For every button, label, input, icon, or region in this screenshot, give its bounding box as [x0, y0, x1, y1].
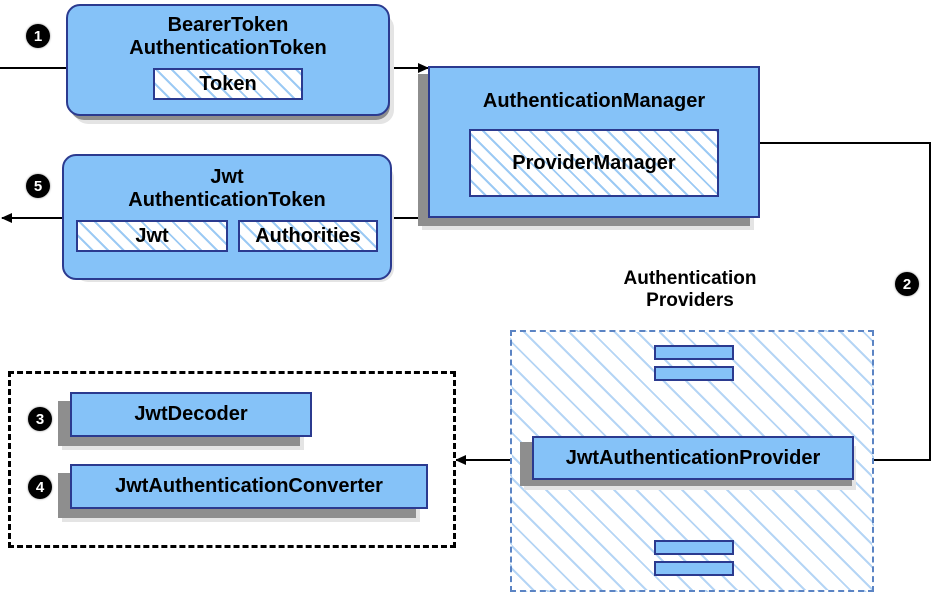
jwt-authentication-converter[interactable]: JwtAuthenticationConverter	[70, 464, 428, 509]
jwt-field-label: Jwt	[135, 224, 169, 247]
providers-group-caption: Authentication Providers	[575, 268, 805, 312]
jwt-decoder[interactable]: JwtDecoder	[70, 392, 312, 437]
step-badge-5-label: 5	[33, 177, 43, 195]
bearer-token-authentication-token[interactable]: BearerToken AuthenticationToken Token	[66, 4, 390, 116]
jwt-token-fields-row: Jwt Authorities	[76, 220, 378, 252]
provider-placeholder-bar-top-2	[654, 366, 734, 381]
provider-placeholder-bar-bottom-2	[654, 561, 734, 576]
bearer-token-title-line-1: BearerToken	[167, 14, 289, 36]
jwt-authentication-converter-label: JwtAuthenticationConverter	[115, 475, 383, 497]
jwt-authentication-provider-label: JwtAuthenticationProvider	[565, 446, 821, 469]
jwt-authentication-provider[interactable]: JwtAuthenticationProvider	[532, 436, 854, 480]
token-field-label: Token	[199, 72, 257, 95]
step-badge-3: 3	[28, 407, 52, 431]
step-badge-4: 4	[28, 475, 52, 499]
bearer-token-title-line-2: AuthenticationToken	[129, 37, 327, 59]
jwt-authentication-token[interactable]: Jwt AuthenticationToken Jwt Authorities	[62, 154, 392, 280]
provider-placeholder-bar-top-1	[654, 345, 734, 360]
authorities-field[interactable]: Authorities	[238, 220, 378, 252]
authentication-manager-title: AuthenticationManager	[482, 90, 706, 112]
jwt-field[interactable]: Jwt	[76, 220, 228, 252]
jwt-token-title-line-1: Jwt	[210, 166, 244, 188]
step-badge-1-label: 1	[33, 27, 43, 45]
jwt-token-title-line-2: AuthenticationToken	[128, 189, 326, 211]
provider-manager[interactable]: ProviderManager	[469, 129, 719, 197]
step-badge-5: 5	[26, 174, 50, 198]
step-badge-2-label: 2	[902, 275, 912, 293]
providers-caption-line-1: Authentication	[623, 268, 757, 289]
step-badge-4-label: 4	[35, 478, 45, 496]
step-badge-3-label: 3	[35, 410, 45, 428]
jwt-decoder-label: JwtDecoder	[134, 403, 248, 425]
authorities-field-label: Authorities	[255, 224, 361, 247]
provider-manager-label: ProviderManager	[512, 151, 676, 174]
step-badge-1: 1	[26, 24, 50, 48]
step-badge-2: 2	[895, 272, 919, 296]
providers-caption-line-2: Providers	[646, 289, 734, 311]
token-field[interactable]: Token	[153, 68, 303, 100]
provider-placeholder-bar-bottom-1	[654, 540, 734, 555]
authentication-manager[interactable]: AuthenticationManager ProviderManager	[428, 66, 760, 218]
